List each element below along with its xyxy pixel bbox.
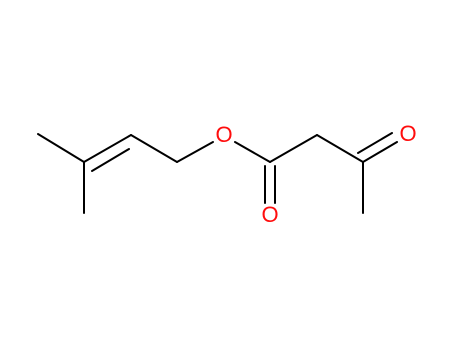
bond-c7-o-ketone <box>362 141 398 163</box>
atom-o-ester: O <box>215 122 232 147</box>
bond-c2-c3 <box>83 134 132 163</box>
bond-c1-c2 <box>37 133 85 163</box>
bond-c5-c6 <box>269 134 318 163</box>
atom-o-carbonyl-ester: O <box>261 202 278 227</box>
bond-c3-c4 <box>130 134 178 163</box>
bond-c4-o <box>176 141 214 163</box>
bond-c6-c7 <box>316 134 364 163</box>
bond-c2-c3-second <box>91 148 130 172</box>
atom-o-ketone: O <box>399 121 416 146</box>
bond-c7-o-ketone-second <box>357 132 393 154</box>
bond-o-c5 <box>234 141 271 163</box>
